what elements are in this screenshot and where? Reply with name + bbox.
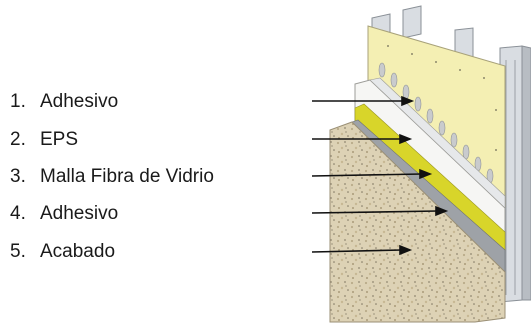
legend-label: Adhesivo (40, 91, 119, 112)
legend-label: Adhesivo (40, 203, 119, 224)
legend-label: EPS (40, 129, 79, 150)
arrow-4 (311, 210, 439, 214)
arrow-5 (311, 249, 403, 253)
legend-item-3: 3. Malla Fibra de Vidrio (10, 166, 214, 188)
legend-item-1: 1. Adhesivo (10, 91, 118, 113)
layer-legend: 1. Adhesivo 2. EPS 3. Malla Fibra de Vidrio… (10, 91, 214, 263)
arrow-3 (311, 173, 423, 177)
adhesive-dabs (378, 62, 494, 184)
legend-number: 5. (10, 241, 26, 262)
legend-label: Acabado (40, 241, 116, 262)
legend-number: 2. (10, 129, 26, 150)
legend-item-4: 4. Adhesivo (10, 203, 118, 225)
mesh-layer (354, 103, 506, 251)
legend-number: 4. (10, 203, 26, 224)
finish-layer (329, 121, 506, 323)
legend-number: 3. (10, 166, 26, 187)
callout-arrows (311, 95, 449, 256)
legend-item-5: 5. Acabado (10, 241, 115, 263)
legend-label: Malla Fibra de Vidrio (40, 166, 214, 187)
legend-number: 1. (10, 91, 26, 112)
legend-item-2: 2. EPS (10, 129, 78, 151)
